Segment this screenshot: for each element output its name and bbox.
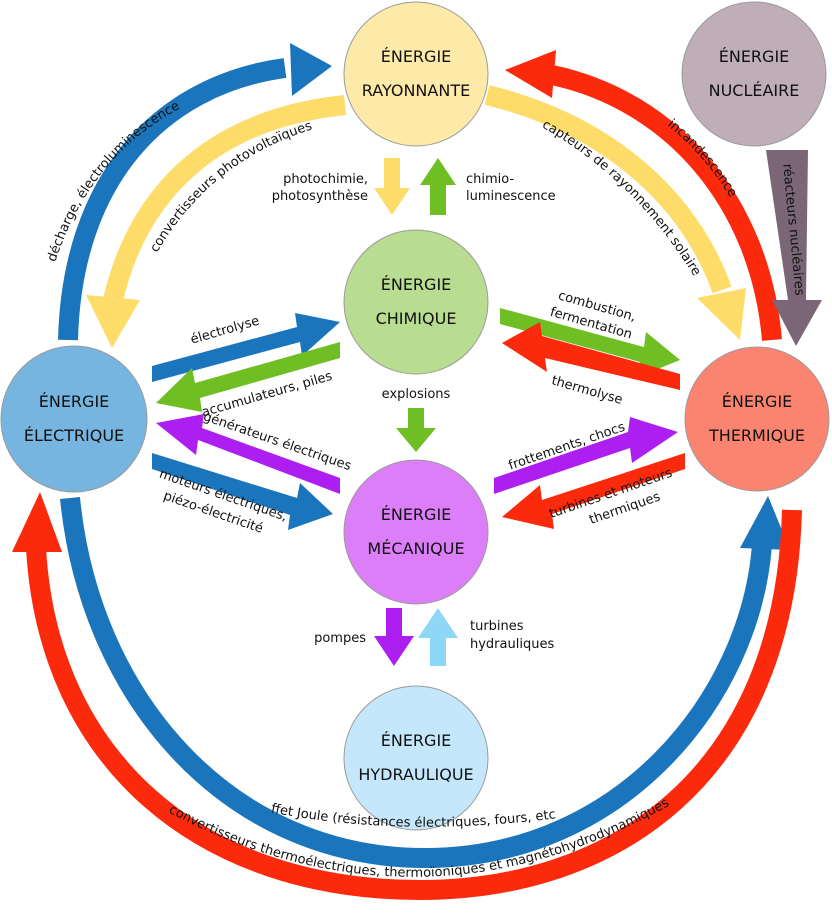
node-nucleaire-line1: ÉNERGIE — [719, 47, 790, 66]
label-thermolyse: thermolyse — [550, 373, 624, 408]
node-electrique-circle — [0, 345, 148, 493]
node-hydraulique-circle — [343, 685, 489, 831]
node-mecanique-circle — [343, 459, 489, 605]
arrow-incandescence — [549, 65, 782, 341]
node-rayonnante-line2: RAYONNANTE — [362, 81, 470, 100]
label-pompes: pompes — [314, 631, 366, 646]
node-chimique: ÉNERGIE CHIMIQUE — [343, 229, 489, 375]
arrow-thermoelectriques-head — [12, 492, 62, 552]
arrow-turbines-hydrauliques — [418, 608, 458, 666]
arrow-combustion — [500, 308, 680, 377]
arrow-moteurs-electriques — [152, 453, 333, 530]
arrow-explosions — [396, 408, 436, 452]
node-thermique: ÉNERGIE THERMIQUE — [684, 346, 830, 492]
node-hydraulique-line1: ÉNERGIE — [381, 731, 452, 750]
node-thermique-line1: ÉNERGIE — [722, 392, 793, 411]
node-electrique-line2: ÉLECTRIQUE — [24, 426, 124, 445]
node-electrique: ÉNERGIE ÉLECTRIQUE — [0, 345, 148, 493]
node-nucleaire-line2: NUCLÉAIRE — [709, 81, 800, 100]
arrow-photovoltaiques — [103, 95, 347, 303]
label-photochimie-1: photochimie, — [283, 172, 368, 187]
arrow-capteurs-solaire-head — [697, 288, 746, 340]
node-chimique-line1: ÉNERGIE — [381, 275, 452, 294]
arrow-accumulateurs — [156, 342, 340, 412]
node-rayonnante: ÉNERGIE RAYONNANTE — [343, 1, 489, 147]
node-nucleaire-circle — [681, 1, 827, 147]
node-chimique-line2: CHIMIQUE — [376, 309, 457, 328]
arrow-incandescence-head — [505, 50, 556, 98]
arrow-thermolyse — [502, 322, 680, 390]
arrow-chimioluminescence — [420, 158, 456, 215]
arrow-electroluminescence-head — [290, 43, 332, 96]
node-mecanique-line1: ÉNERGIE — [381, 505, 452, 524]
node-electrique-line1: ÉNERGIE — [39, 392, 110, 411]
arrow-capteurs-solaire — [484, 85, 732, 294]
arrow-electrolyse — [152, 313, 340, 382]
node-nucleaire: ÉNERGIE NUCLÉAIRE — [681, 1, 827, 147]
node-hydraulique: ÉNERGIE HYDRAULIQUE — [343, 685, 489, 831]
node-mecanique: ÉNERGIE MÉCANIQUE — [343, 459, 489, 605]
node-thermique-line2: THERMIQUE — [708, 426, 805, 445]
arrow-generateurs — [156, 414, 340, 494]
label-chimio-2: luminescence — [466, 189, 556, 204]
arrow-photochimie — [374, 158, 410, 215]
node-hydraulique-line2: HYDRAULIQUE — [358, 765, 473, 784]
node-rayonnante-circle — [343, 1, 489, 147]
arrow-turbines-moteurs — [502, 453, 685, 529]
arrow-effet-joule-head — [740, 496, 790, 550]
arrow-frottements — [494, 417, 678, 494]
arrow-photovoltaiques-head — [86, 295, 140, 348]
label-turbines-hydro-2: hydrauliques — [470, 637, 554, 652]
arrow-effet-joule — [60, 497, 772, 869]
label-photochimie-2: photosynthèse — [272, 189, 368, 204]
node-rayonnante-line1: ÉNERGIE — [381, 47, 452, 66]
node-mecanique-line2: MÉCANIQUE — [367, 539, 464, 558]
arrow-reacteurs-nucleaires — [766, 150, 822, 346]
node-chimique-circle — [343, 229, 489, 375]
arrow-electroluminescence — [58, 58, 287, 341]
arrow-pompes — [374, 608, 414, 666]
label-explosions: explosions — [382, 387, 451, 402]
label-chimio-1: chimio- — [466, 172, 514, 187]
label-turbines-hydro-1: turbines — [470, 619, 524, 634]
node-thermique-circle — [684, 346, 830, 492]
arrow-thermoelectriques — [26, 509, 802, 901]
